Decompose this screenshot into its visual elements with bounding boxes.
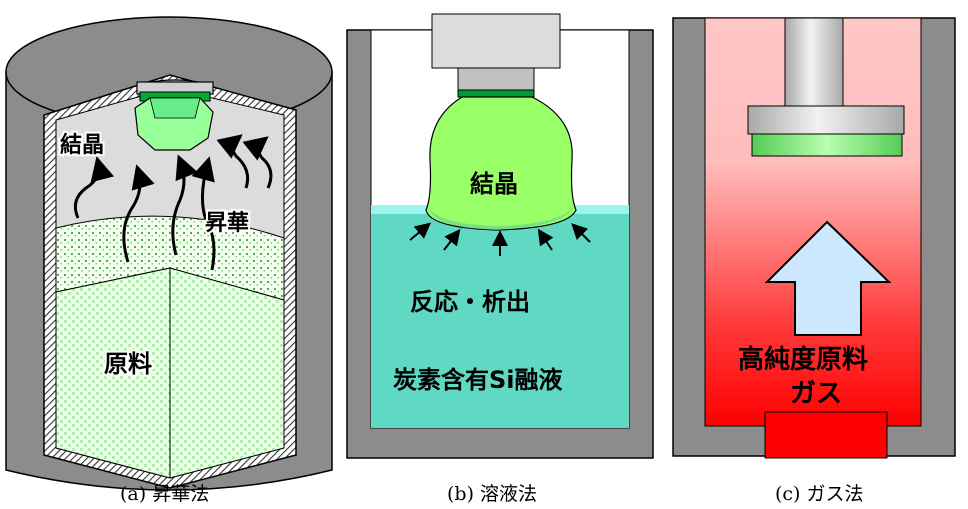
- crystal-label-a: 結晶: [60, 132, 104, 158]
- crystal-label-b: 結晶: [470, 170, 518, 198]
- source-label: 原料: [104, 350, 152, 378]
- panel-c-gas: 高純度原料 ガス (c) ガス法: [672, 17, 956, 505]
- gas-flow-arrow: [764, 220, 892, 336]
- caption-b: (b) 溶液法: [447, 483, 537, 505]
- powder-upper: [55, 215, 285, 301]
- gas-inlet: [764, 411, 888, 459]
- panel-a-sublimation: 結晶 昇華 原料 (a) 昇華法: [5, 16, 333, 505]
- crystal-c: [751, 133, 903, 157]
- reaction-arrows: [409, 222, 591, 256]
- seed-rod: [431, 13, 561, 69]
- caption-a: (a) 昇華法: [120, 483, 209, 505]
- caption-c: (c) ガス法: [775, 483, 864, 505]
- gas-label-line2: ガス: [790, 379, 842, 409]
- sublimation-label: 昇華: [205, 211, 249, 236]
- reaction-label: 反応・析出: [410, 288, 530, 316]
- vapour-arrows: [73, 134, 273, 271]
- melt-label: 炭素含有Si融液: [393, 366, 563, 394]
- holder-rod: [784, 17, 844, 107]
- gas-label-line1: 高純度原料: [738, 344, 868, 375]
- panel-b-solution: 結晶 反応・析出 炭素含有Si融液 (b) 溶液法: [346, 13, 654, 505]
- crystal-b: [425, 96, 577, 231]
